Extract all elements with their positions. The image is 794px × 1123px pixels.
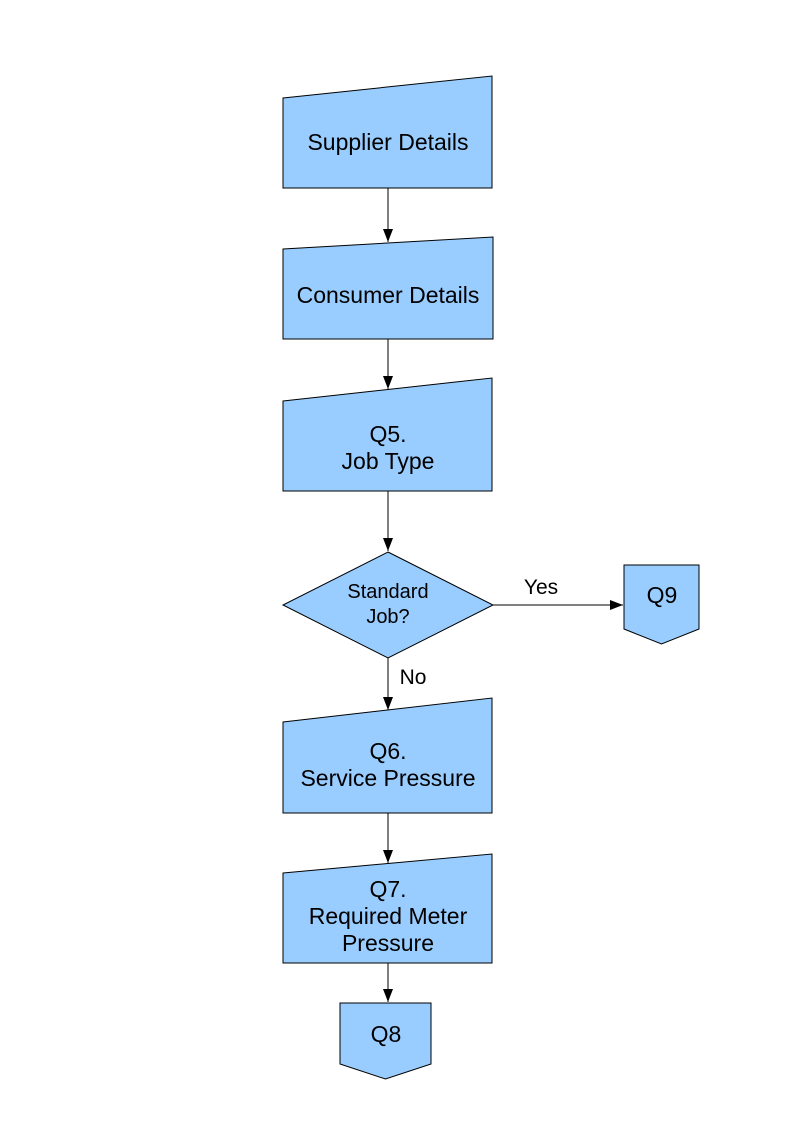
edge-label-yes: Yes — [524, 576, 558, 599]
node-q5-label-line1: Q5. — [369, 421, 406, 447]
node-decision-label-line2: Job? — [366, 606, 409, 628]
node-decision-standard-job — [281, 551, 495, 659]
node-supplier-details — [282, 75, 493, 189]
node-q7-label-line2: Required Meter — [309, 903, 468, 929]
node-q7-required-meter-pressure — [282, 853, 493, 964]
node-supplier-details-label: Supplier Details — [307, 129, 468, 155]
node-consumer-details — [282, 236, 494, 340]
node-consumer-details-label: Consumer Details — [297, 282, 480, 308]
node-q5-label-line2: Job Type — [342, 448, 435, 474]
node-q9-connector — [623, 564, 700, 645]
node-q6-label-line2: Service Pressure — [300, 765, 475, 791]
node-q5-job-type — [282, 377, 493, 492]
node-q6-service-pressure — [282, 697, 493, 814]
node-decision-label-line1: Standard — [347, 581, 428, 603]
node-q8-label: Q8 — [371, 1021, 402, 1047]
node-q8-connector — [339, 1002, 432, 1080]
edge-label-no: No — [400, 666, 427, 689]
node-q7-label-line3: Pressure — [342, 930, 434, 956]
node-q6-label-line1: Q6. — [369, 738, 406, 764]
node-q7-label-line1: Q7. — [369, 876, 406, 902]
node-q9-label: Q9 — [647, 582, 678, 608]
